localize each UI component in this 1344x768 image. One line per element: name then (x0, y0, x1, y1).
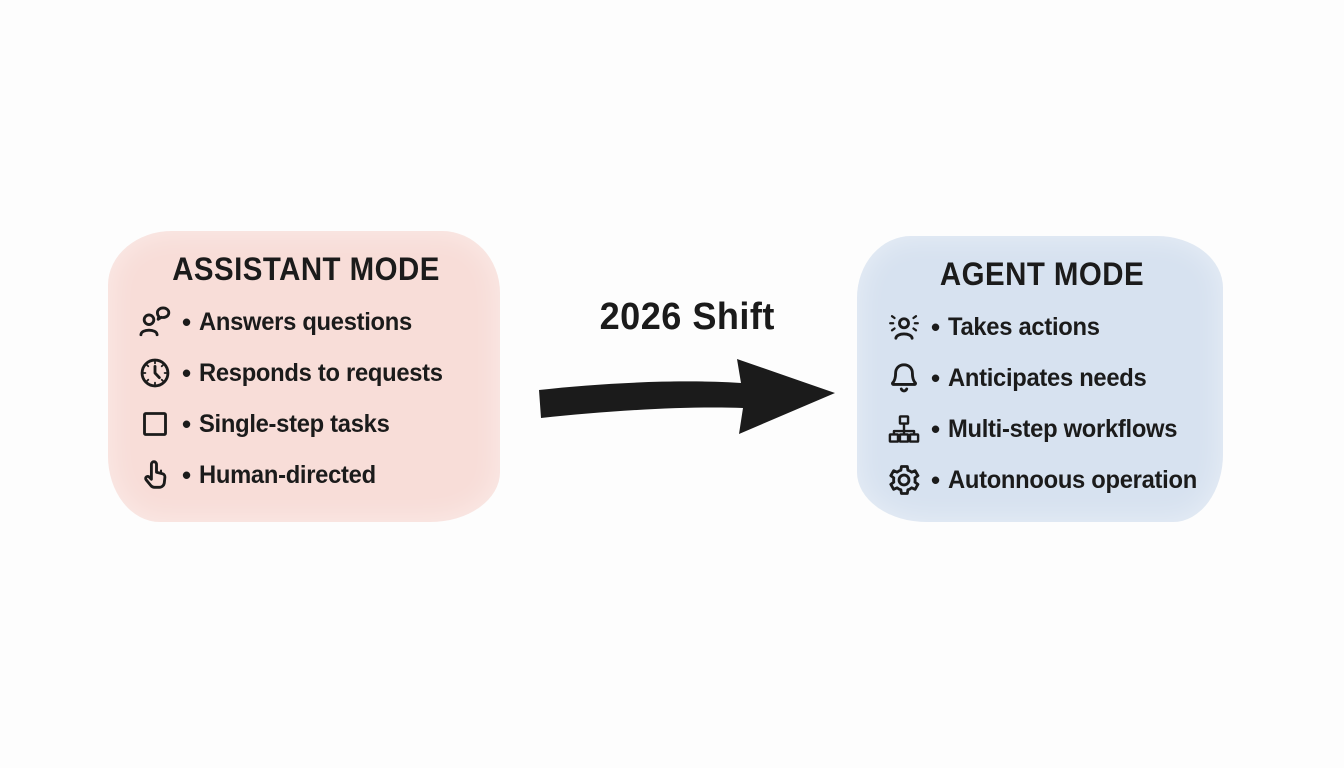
item-label: Multi-step workflows (948, 414, 1178, 443)
square-icon (136, 405, 174, 443)
list-item: • Takes actions (885, 307, 1199, 347)
person-chat-icon (136, 303, 174, 341)
list-item: • Anticipates needs (885, 358, 1199, 398)
agent-mode-card: AGENT MODE • Takes actions (857, 236, 1223, 522)
bullet: • (182, 460, 192, 490)
agent-mode-title: AGENT MODE (939, 256, 1145, 292)
right-arrow-icon (539, 359, 835, 434)
assistant-mode-card: ASSISTANT MODE • Answers questions (108, 231, 500, 522)
org-chart-icon (885, 410, 923, 448)
shift-group: 2026 Shift (528, 296, 846, 437)
item-label: Takes actions (948, 312, 1100, 341)
shift-label: 2026 Shift (599, 296, 775, 338)
gear-icon (885, 461, 923, 499)
item-label: Anticipates needs (948, 363, 1147, 392)
list-item: • Multi-step workflows (885, 409, 1199, 449)
bullet: • (931, 363, 941, 393)
bullet: • (931, 465, 941, 495)
item-label: Human-directed (199, 460, 376, 489)
item-label: Responds to requests (199, 358, 443, 387)
assistant-mode-list: • Answers questions • Responds to reques… (136, 302, 476, 495)
active-person-icon (885, 308, 923, 346)
pointing-hand-icon (136, 456, 174, 494)
item-label: Single-step tasks (199, 409, 390, 438)
bullet: • (182, 358, 192, 388)
agent-mode-list: • Takes actions • Anticipates needs (885, 307, 1199, 500)
list-item: • Autonnoous operation (885, 460, 1199, 500)
bullet: • (182, 307, 192, 337)
list-item: • Answers questions (136, 302, 476, 342)
assistant-mode-title: ASSISTANT MODE (172, 251, 440, 287)
bullet: • (931, 414, 941, 444)
bell-icon (885, 359, 923, 397)
list-item: • Responds to requests (136, 353, 476, 393)
item-label: Autonnoous operation (948, 465, 1198, 494)
list-item: • Single-step tasks (136, 404, 476, 444)
clock-icon (136, 354, 174, 392)
bullet: • (182, 409, 192, 439)
item-label: Answers questions (199, 307, 413, 336)
bullet: • (931, 312, 941, 342)
list-item: • Human-directed (136, 455, 476, 495)
